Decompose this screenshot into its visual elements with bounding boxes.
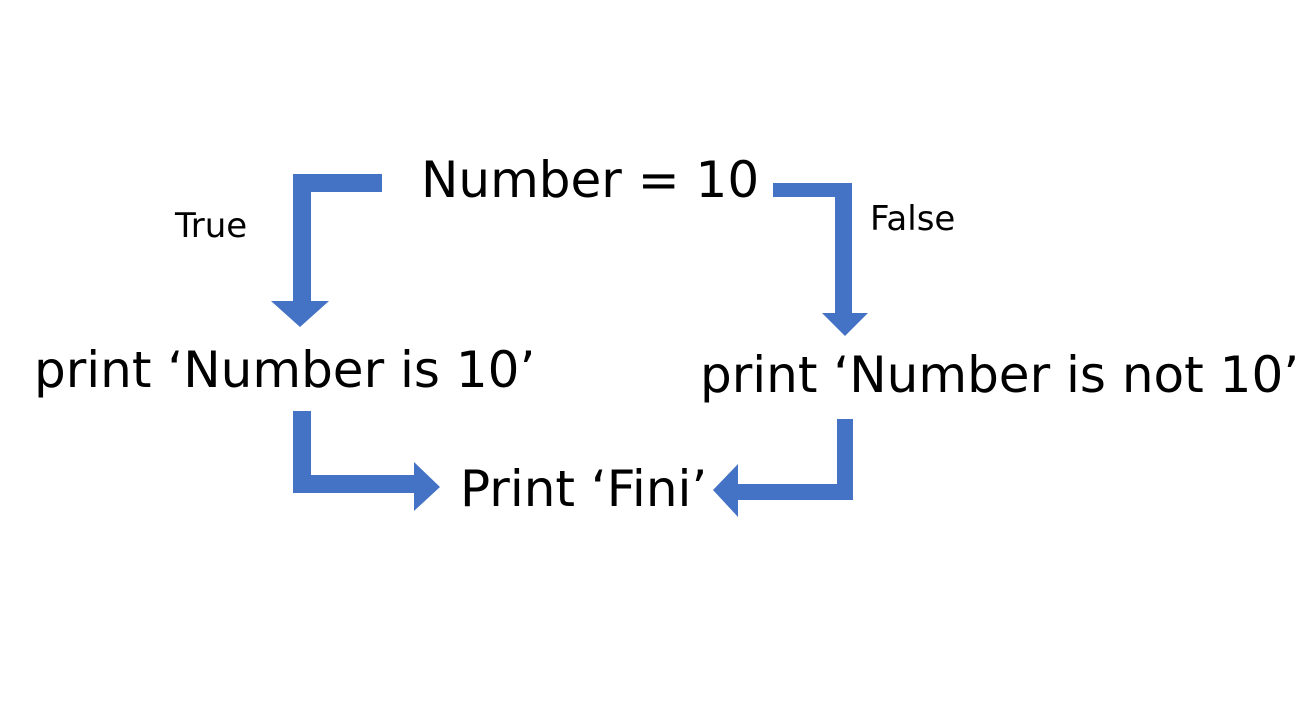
false-statement: print ‘Number is not 10’ — [700, 346, 1299, 404]
arrow-condition-to-true — [271, 174, 382, 327]
true-statement: print ‘Number is 10’ — [34, 341, 536, 399]
arrow-condition-to-false — [773, 183, 868, 336]
end-statement: Print ‘Fini’ — [460, 460, 708, 518]
condition-text: Number = 10 — [421, 151, 760, 209]
false-branch-label: False — [870, 199, 956, 239]
true-branch-label: True — [175, 206, 248, 246]
arrow-false-to-end — [713, 419, 853, 517]
arrow-true-to-end — [293, 411, 440, 511]
